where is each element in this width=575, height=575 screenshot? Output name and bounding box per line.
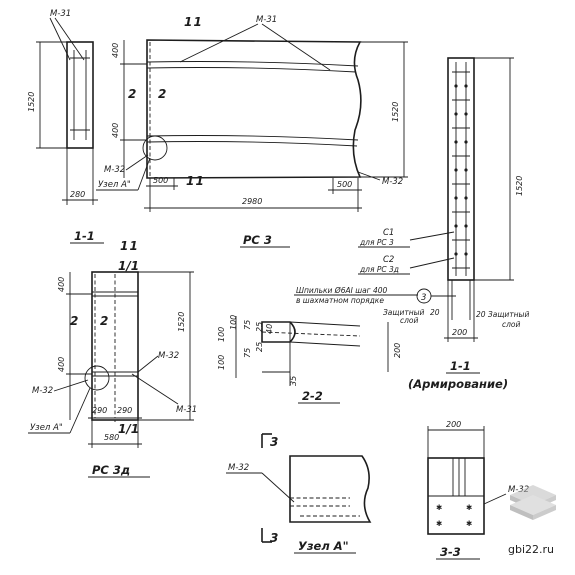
- label-3-bottom: 3: [270, 531, 278, 545]
- note-shpilki-1: Шпильки Ø6АI шаг 400: [296, 286, 388, 295]
- label-m32-f: М-32: [508, 485, 529, 495]
- label-m31-c: М-31: [176, 405, 197, 415]
- title-section-1-1: 1-1: [74, 229, 95, 243]
- section-2-2-view: 100 100 100 75 75 25 25 40 200 35 2-2: [217, 315, 402, 404]
- note-zashch-right-2: слой: [502, 320, 521, 329]
- dim-200-c: 200: [446, 420, 461, 429]
- dim-75-b: 75: [243, 348, 252, 358]
- section-1-1-outline: [66, 41, 94, 149]
- dim-2980: 2980: [242, 197, 262, 206]
- panel-rs3-outline: [146, 39, 362, 179]
- label-1-rs3d-bottom: 1/1: [118, 422, 139, 436]
- title-section-3-3: 3-3: [440, 545, 461, 559]
- dim-35: 35: [289, 376, 298, 386]
- section-1-1-view: М-31 1520 280 1-1 1 1: [27, 9, 138, 253]
- label-uzel-a: Узел А": [98, 180, 131, 190]
- title-rs3: РС 3: [243, 233, 272, 247]
- label-2-a: 2: [128, 87, 136, 101]
- title-uzel-a: Узел А": [298, 539, 349, 553]
- dim-25-b: 25: [255, 342, 264, 352]
- dim-400-d: 400: [57, 357, 66, 372]
- section-3-3-view: 200 ✱ ✱ ✱ ✱ М-32 3-3: [427, 420, 529, 560]
- label-1-1-mark: 1 1: [120, 239, 138, 253]
- title-section-1-1-arm: 1-1: [450, 359, 471, 373]
- dim-200-b: 200: [393, 343, 402, 358]
- dim-400-b: 400: [111, 123, 120, 138]
- label-c1-for: для РС 3: [359, 238, 394, 247]
- dim-1520-c: 1520: [515, 176, 524, 196]
- node-a-circle-small: [84, 365, 110, 391]
- dim-100-c: 100: [229, 315, 238, 330]
- node-a-detail-view: 3 М-32 3 Узел А": [226, 433, 372, 554]
- dim-1520-d: 1520: [177, 312, 186, 332]
- label-m31-b: М-31: [256, 15, 277, 25]
- dim-100-a: 100: [217, 327, 226, 342]
- label-m32-e: М-32: [228, 463, 249, 473]
- label-1-bottom: 1 1: [186, 174, 204, 188]
- dim-500-b: 500: [337, 180, 352, 189]
- label-1-rs3d-top: 1/1: [118, 259, 139, 273]
- dim-100-b: 100: [217, 355, 226, 370]
- note-shpilki-2: в шахматном порядке: [296, 296, 384, 305]
- title-section-2-2: 2-2: [302, 389, 323, 403]
- dim-75-a: 75: [243, 320, 252, 330]
- dim-1520-b: 1520: [391, 102, 400, 122]
- panel-rs3-view: 2 2 1 1 1 1 М-31 400 400 1520 М-32 Узел …: [96, 15, 408, 248]
- label-3-top: 3: [270, 435, 278, 449]
- mark-x2: ✱: [466, 503, 472, 512]
- watermark-site: gbi22.ru: [508, 543, 554, 556]
- reinforcement-outline: [447, 57, 475, 281]
- mark-x4: ✱: [466, 519, 472, 528]
- label-c1: С1: [383, 228, 394, 238]
- note-zashch-left-20: 20: [430, 308, 440, 317]
- label-m32-d: М-32: [158, 351, 179, 361]
- callout-3-text: 3: [421, 293, 426, 303]
- dim-290-b: 290: [117, 406, 132, 415]
- mark-x3: ✱: [436, 519, 442, 528]
- label-m32-b: М-32: [382, 177, 403, 187]
- mark-x1: ✱: [436, 503, 442, 512]
- watermark: gbi22.ru: [508, 485, 556, 556]
- label-m32-a: М-32: [104, 165, 125, 175]
- label-c2-for: для РС 3д: [359, 265, 399, 274]
- dim-580: 580: [104, 433, 119, 442]
- label-2-c: 2: [70, 314, 78, 328]
- dim-500-a: 500: [153, 176, 168, 185]
- label-2-b: 2: [158, 87, 166, 101]
- note-zashch-right-1: 20 Защитный: [476, 310, 529, 319]
- title-armirovanie: (Армирование): [408, 377, 508, 391]
- section-1-1-reinforcement-view: 1520 С1 для РС 3 С2 для РС 3д Шпильки Ø6…: [294, 57, 529, 391]
- dim-200-a: 200: [452, 328, 467, 337]
- dim-40: 40: [265, 324, 274, 334]
- note-zashch-left-2: слой: [400, 316, 419, 325]
- label-1-top: 1 1: [184, 15, 202, 29]
- panel-rs3d-view: 2 2 1/1 1/1 400 400 1520 М-32 Узел А" М-…: [28, 259, 197, 478]
- dim-280: 280: [70, 190, 85, 199]
- dim-25-a: 25: [255, 322, 264, 332]
- dim-290-a: 290: [92, 406, 107, 415]
- title-rs3d: РС 3д: [92, 463, 130, 477]
- dim-400-c: 400: [57, 277, 66, 292]
- node-a-circle: [142, 135, 168, 161]
- label-uzel-a-small: Узел А": [30, 423, 63, 433]
- label-m31-a: М-31: [50, 9, 71, 19]
- dim-400-a: 400: [111, 43, 120, 58]
- watermark-logo-icon: [510, 485, 556, 520]
- label-m32-c: М-32: [32, 386, 53, 396]
- dim-1520-a: 1520: [27, 92, 36, 112]
- note-zashch-left-1: Защитный: [383, 308, 425, 317]
- label-c2: С2: [383, 255, 394, 265]
- node-a-outline: [289, 455, 372, 523]
- label-2-d: 2: [100, 314, 108, 328]
